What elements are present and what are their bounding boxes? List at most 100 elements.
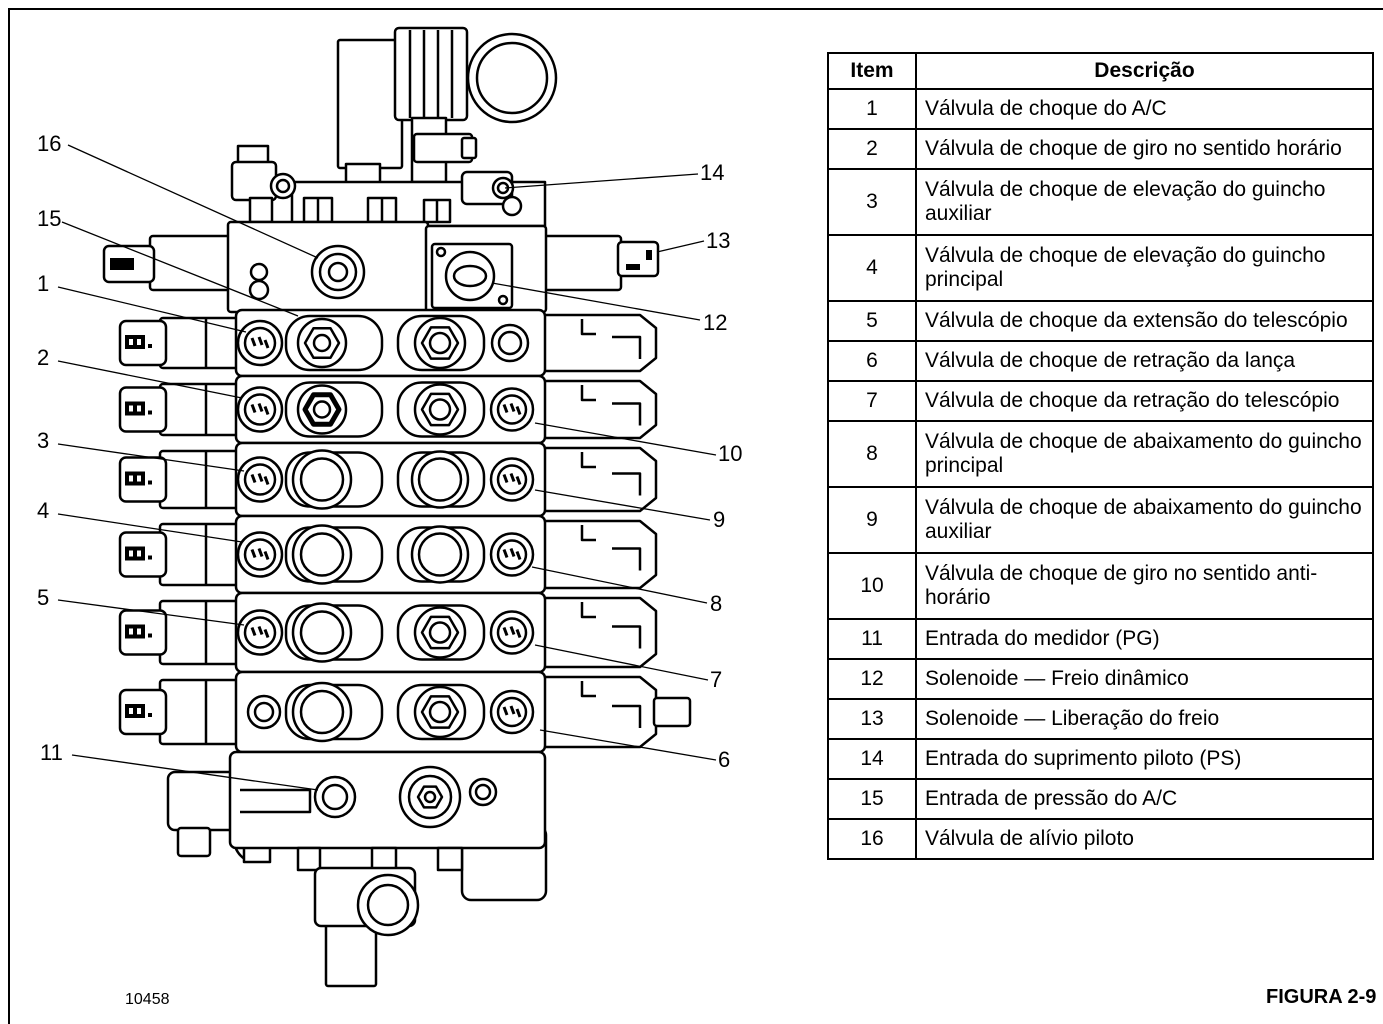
base-left-fitting-stem bbox=[176, 826, 212, 858]
shock-valve-adjuster bbox=[250, 547, 270, 561]
section-2-side-parts bbox=[118, 379, 658, 440]
figure-frame bbox=[8, 8, 1383, 1024]
legend-description: Solenoide — Freio dinâmico bbox=[915, 658, 1374, 700]
elbow-fitting-stem bbox=[248, 196, 274, 224]
connector-dot bbox=[148, 410, 152, 415]
elbow-fitting bbox=[230, 160, 278, 202]
legend-description: Entrada do medidor (PG) bbox=[915, 618, 1374, 660]
connector-pin bbox=[129, 628, 133, 635]
connector-plug-icon bbox=[110, 258, 134, 270]
legend-item: 13 bbox=[827, 698, 917, 740]
work-port-plug-ring bbox=[299, 457, 345, 502]
legend-item: 9 bbox=[827, 486, 917, 554]
legend-item: 6 bbox=[827, 340, 917, 382]
work-port-core bbox=[428, 621, 452, 644]
callout-12: 12 bbox=[703, 310, 727, 335]
spool-end-cap-detail bbox=[612, 704, 642, 728]
legend-description: Válvula de choque de giro no sentido ant… bbox=[915, 552, 1374, 620]
leader-line-2 bbox=[57, 360, 243, 399]
pilot-relief-valve-core bbox=[327, 261, 349, 283]
connector-dot bbox=[148, 555, 152, 560]
leader-line-9 bbox=[534, 489, 711, 521]
legend-item: 4 bbox=[827, 234, 917, 302]
solenoid-coil bbox=[158, 522, 242, 587]
dynamic-brake-side-coil bbox=[148, 234, 234, 292]
work-port-core bbox=[312, 400, 332, 419]
connector-plug-icon bbox=[125, 704, 145, 718]
spool-end-cap bbox=[538, 519, 658, 590]
connector-plug-icon bbox=[125, 401, 145, 416]
legend-description: Entrada do suprimento piloto (PS) bbox=[915, 738, 1374, 780]
legend-item: 8 bbox=[827, 420, 917, 488]
callout-6: 6 bbox=[718, 747, 730, 772]
pilot-solenoid-cap-inner bbox=[475, 41, 549, 115]
spool-end-cap-detail bbox=[580, 452, 596, 469]
leader-line-12 bbox=[491, 282, 701, 321]
connector-pin bbox=[626, 264, 640, 270]
connector-pin bbox=[129, 405, 133, 412]
drawing-number: 10458 bbox=[125, 991, 170, 1008]
connector-dot bbox=[148, 633, 152, 638]
spool-end-cap-detail bbox=[612, 335, 642, 359]
shock-valve-adjuster bbox=[502, 547, 522, 561]
leader-line-15 bbox=[61, 221, 299, 317]
solenoid-coil bbox=[158, 316, 242, 370]
callout-2: 2 bbox=[37, 345, 49, 370]
spool-end-fitting bbox=[652, 696, 692, 728]
connector-dot bbox=[148, 713, 152, 717]
spool-end-cap bbox=[538, 313, 658, 373]
connector-pin bbox=[137, 475, 141, 482]
gauge-port-inner bbox=[321, 783, 349, 811]
pilot-solenoid-plug bbox=[393, 26, 469, 122]
leader-line-10 bbox=[534, 422, 717, 456]
port-plug-inner bbox=[253, 701, 275, 723]
work-port-core bbox=[312, 333, 332, 353]
leader-line-14 bbox=[504, 173, 699, 189]
spool-end-cap-detail bbox=[612, 547, 642, 571]
spool-end-cap bbox=[538, 446, 658, 513]
legend-item: 12 bbox=[827, 658, 917, 700]
shock-valve-adjuster bbox=[250, 336, 270, 349]
main-relief-valve-core bbox=[423, 790, 437, 804]
connector-pin bbox=[137, 339, 141, 345]
shock-valve-adjuster bbox=[502, 705, 522, 718]
legend-header-row: Item Descrição bbox=[827, 52, 1374, 90]
legend-description: Válvula de choque de retração da lança bbox=[915, 340, 1374, 382]
legend-description: Válvula de choque de abaixamento do guin… bbox=[915, 486, 1374, 554]
base-nut bbox=[296, 846, 322, 872]
callout-16: 16 bbox=[37, 131, 61, 156]
spool-end-cap bbox=[538, 596, 658, 669]
callout-9: 9 bbox=[713, 507, 725, 532]
connector-pin bbox=[137, 550, 141, 557]
spool-end-cap-detail bbox=[580, 319, 596, 336]
base-sensor-stem bbox=[324, 920, 378, 988]
shock-valve-adjuster bbox=[502, 402, 522, 416]
spool-end-cap-detail bbox=[580, 602, 596, 619]
valve-sections bbox=[234, 308, 547, 754]
connector-pin bbox=[137, 628, 141, 635]
shock-valve-adjuster bbox=[250, 472, 270, 486]
inlet-base-body bbox=[228, 750, 547, 850]
legend-description: Válvula de choque de elevação do guincho… bbox=[915, 234, 1374, 302]
connector-plug-icon bbox=[125, 335, 145, 349]
connector-dot bbox=[148, 480, 152, 485]
connector-pin bbox=[137, 405, 141, 412]
connector-pin bbox=[137, 708, 141, 714]
connector-plug-icon bbox=[125, 471, 145, 486]
plate-screw bbox=[435, 246, 447, 258]
valve-section-1 bbox=[234, 308, 547, 378]
legend-item: 15 bbox=[827, 778, 917, 820]
control-valve-diagram: 16 15 1 2 3 4 5 11 14 13 12 10 9 8 7 6 bbox=[37, 26, 742, 988]
